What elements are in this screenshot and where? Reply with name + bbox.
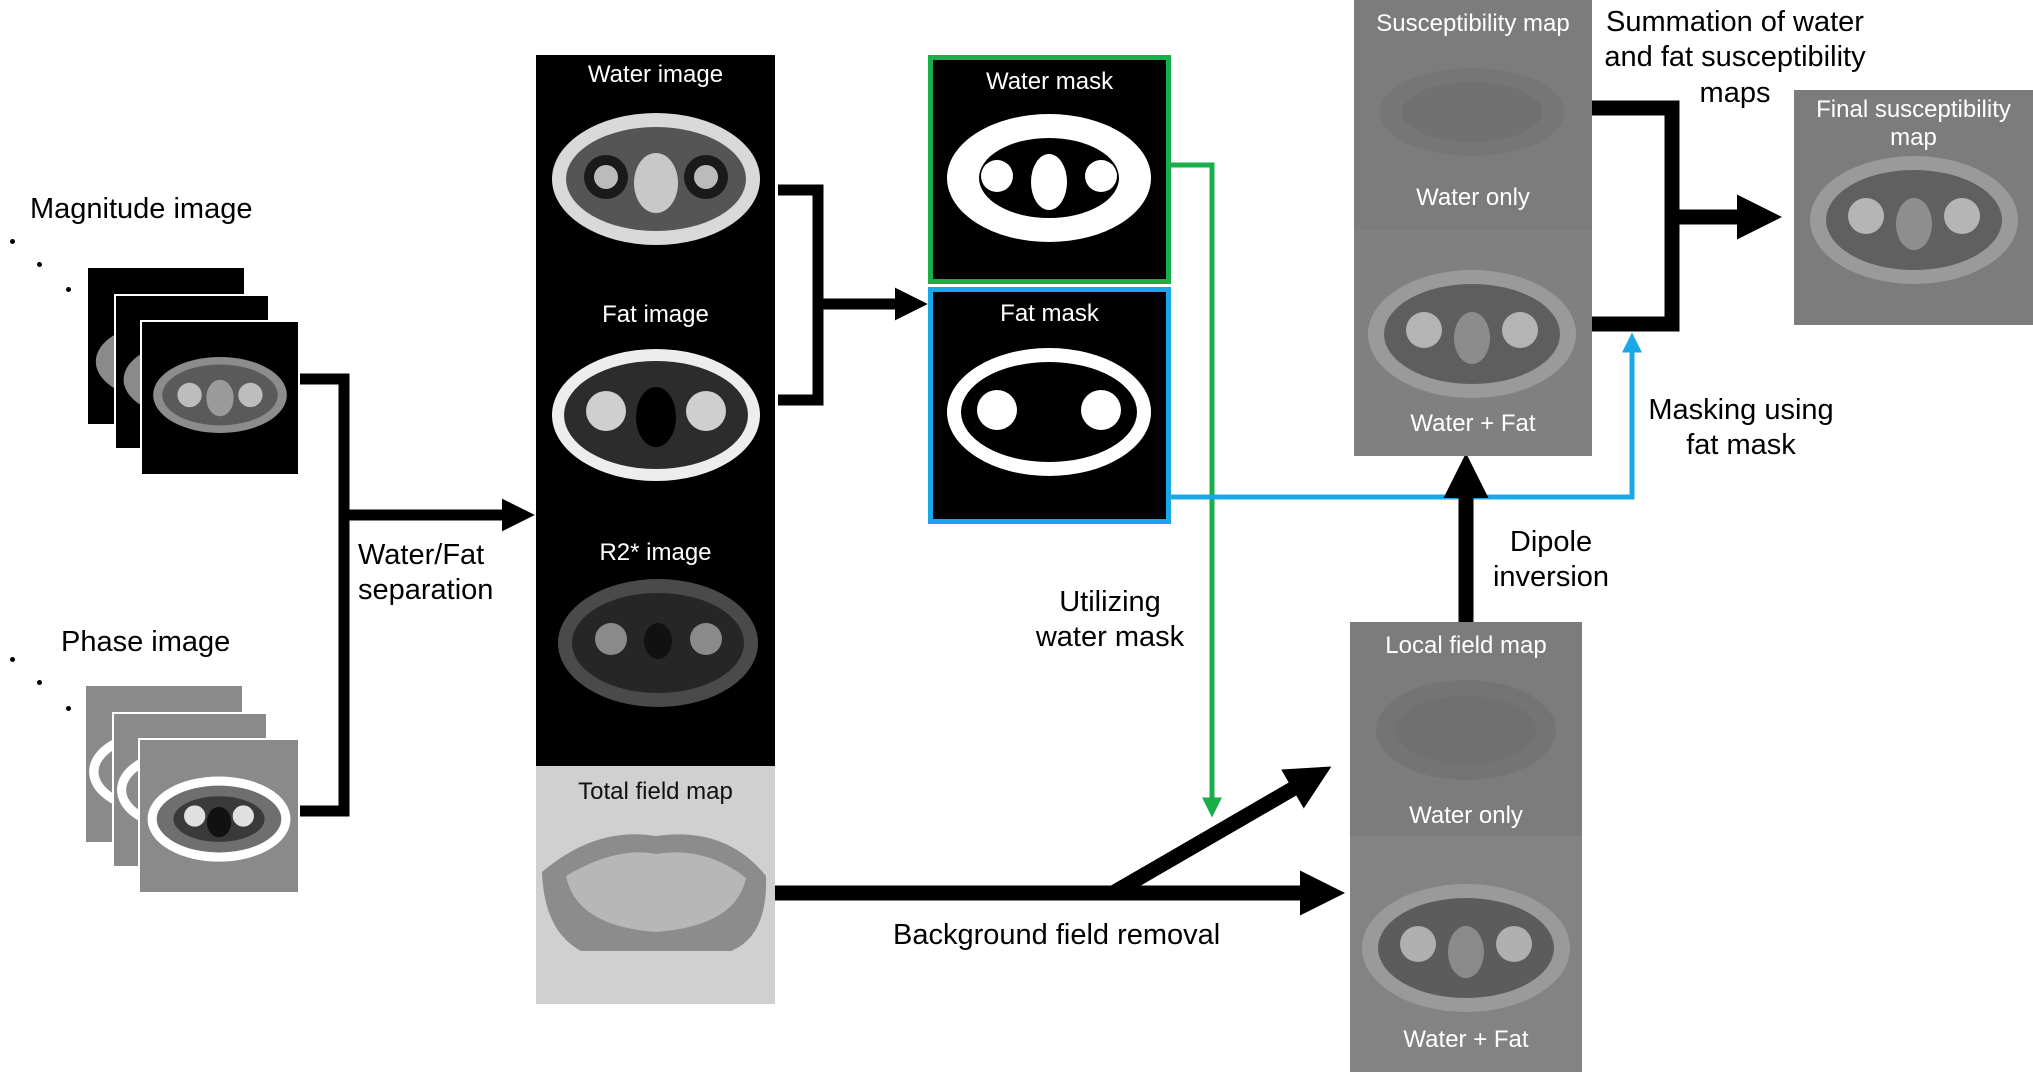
local-field-water-only: Water only <box>1409 802 1523 829</box>
local-field-water-fat: Water + Fat <box>1403 1026 1529 1053</box>
susceptibility-map-title: Susceptibility map <box>1376 10 1570 37</box>
fat-image: Fat image <box>536 295 775 513</box>
phase-image <box>138 738 300 894</box>
mask-bracket <box>778 184 824 406</box>
water-image: Water image <box>536 55 775 292</box>
stack-dot <box>10 657 15 662</box>
utilizing-label-line: Utilizing <box>1059 586 1161 618</box>
stack-dot <box>10 239 15 244</box>
stack-dot <box>66 287 71 292</box>
masking-label-line: Masking using <box>1648 394 1834 426</box>
separation-bracket <box>300 373 350 817</box>
fat-mask-line <box>1170 332 1642 500</box>
phase-image-label: Phase image <box>61 626 231 658</box>
final-map-title: Final susceptibility map <box>1794 96 2033 151</box>
separation-label-line: Water/Fat <box>358 539 485 571</box>
local-field-map: Local field map Water only Water + Fat <box>1350 622 1582 1072</box>
total-field-map-title: Total field map <box>578 778 733 805</box>
background-field-removal-label: Background field removal <box>893 919 1221 951</box>
summation-bracket <box>1592 100 1680 332</box>
r2-star-image-title: R2* image <box>599 539 712 566</box>
susceptibility-map: Susceptibility map Water only Water + Fa… <box>1354 0 1592 456</box>
summation-label-line: and fat susceptibility <box>1604 41 1866 74</box>
susceptibility-water-fat: Water + Fat <box>1410 410 1536 437</box>
final-susceptibility-map: Final susceptibility map <box>1794 90 2033 325</box>
fat-mask-title: Fat mask <box>1000 300 1099 327</box>
separation-label: Water/Fat separation <box>358 538 493 608</box>
fat-mask: Fat mask <box>928 287 1171 524</box>
dipole-inversion-label: Dipole inversion <box>1486 525 1616 596</box>
stack-dot <box>37 680 42 685</box>
summation-label: Summation of water and fat susceptibilit… <box>1590 5 1880 111</box>
final-map-title-line: map <box>1890 123 1937 151</box>
separation-label-line: separation <box>358 573 494 606</box>
summation-label-line: Summation of water <box>1606 6 1864 38</box>
fat-image-title: Fat image <box>602 301 709 328</box>
magnitude-image-label: Magnitude image <box>30 193 253 225</box>
stack-dot <box>37 262 42 267</box>
summation-label-line: maps <box>1699 76 1771 109</box>
masking-label-line: fat mask <box>1686 429 1796 462</box>
local-field-map-title: Local field map <box>1385 632 1547 659</box>
water-mask-title: Water mask <box>985 68 1114 95</box>
water-mask-line <box>1170 162 1222 818</box>
magnitude-image <box>140 320 300 476</box>
total-field-map: Total field map <box>536 766 775 1004</box>
utilizing-water-mask-label: Utilizing water mask <box>1020 585 1200 656</box>
water-mask: Water mask <box>928 55 1171 284</box>
stack-dot <box>66 706 71 711</box>
water-image-title: Water image <box>587 61 724 88</box>
background-diagonal-arrow <box>1109 766 1332 900</box>
susceptibility-water-only: Water only <box>1416 184 1530 211</box>
dipole-label-line: inversion <box>1492 561 1610 594</box>
masking-using-fat-mask-label: Masking using fat mask <box>1636 393 1846 464</box>
dipole-label-line: Dipole <box>1509 526 1593 558</box>
r2-star-image: R2* image <box>536 533 775 763</box>
final-map-title-line: Final susceptibility <box>1816 96 2011 123</box>
utilizing-label-line: water mask <box>1035 621 1185 654</box>
